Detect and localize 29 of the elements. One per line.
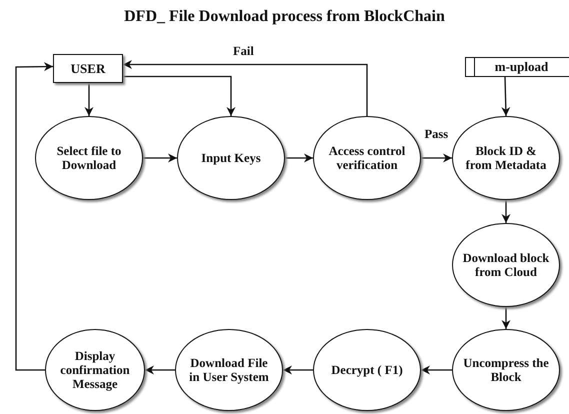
arrow xyxy=(421,366,452,374)
arrow xyxy=(502,307,510,329)
node-label: Decrypt ( F1) xyxy=(330,363,404,377)
edge-label: Pass xyxy=(422,127,450,141)
node-label: m-upload xyxy=(494,59,550,75)
arrow xyxy=(123,76,236,116)
node-label: Display confirmation Message xyxy=(59,349,131,391)
arrow xyxy=(15,62,53,371)
arrow xyxy=(285,154,313,162)
diagram-title: DFD_ File Download process from BlockChain xyxy=(123,8,446,26)
node-label: Download File in User System xyxy=(188,356,270,384)
node-label: Uncompress the Block xyxy=(462,356,550,384)
arrow xyxy=(143,154,177,162)
node-label: Block ID & from Metadata xyxy=(464,144,548,172)
arrow xyxy=(123,60,368,116)
node-label: Access control verification xyxy=(328,144,406,172)
arrow xyxy=(421,154,452,162)
arrow xyxy=(84,83,94,116)
node-label: Download block from Cloud xyxy=(462,251,550,279)
arrow xyxy=(501,76,510,116)
arrow xyxy=(145,366,175,374)
entity-box xyxy=(53,54,123,83)
edge-label: Fail xyxy=(231,44,256,58)
arrow xyxy=(283,366,313,374)
node-label: Input Keys xyxy=(200,151,262,165)
node-label: USER xyxy=(70,60,106,76)
node-label: Select file to Download xyxy=(56,144,122,172)
data-store xyxy=(465,57,569,77)
arrow xyxy=(502,200,510,223)
